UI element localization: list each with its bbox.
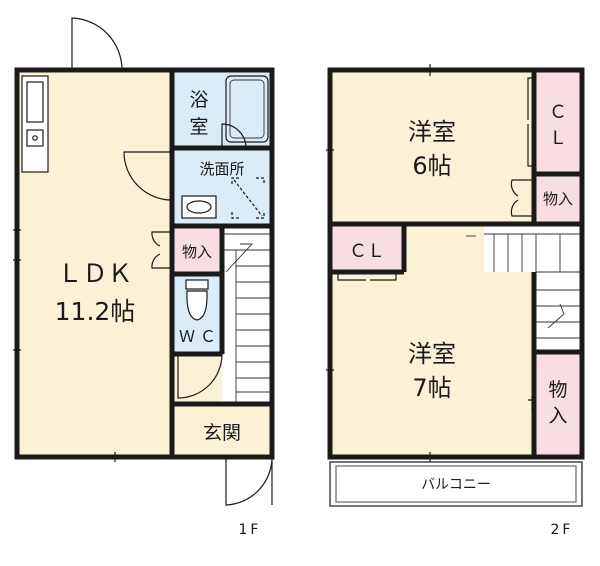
hall-2f-area bbox=[404, 226, 484, 272]
storage-1f-door bbox=[151, 231, 172, 269]
room-6jo-label-1: 洋室 bbox=[408, 118, 456, 146]
closet-top-area bbox=[534, 70, 582, 174]
closet-mid-label: ＣＬ bbox=[349, 241, 385, 262]
washing-machine-icon bbox=[231, 177, 265, 219]
closet-mid-doors bbox=[337, 272, 397, 281]
storage-top-door bbox=[510, 179, 534, 217]
room-7jo-label-1: 洋室 bbox=[408, 340, 456, 368]
bath-label-2: 室 bbox=[189, 116, 208, 138]
closet-top-doors bbox=[527, 77, 534, 167]
outer-wall-2f bbox=[327, 67, 585, 460]
floor-1-label: 1F bbox=[239, 522, 262, 538]
bath-label-1: 浴 bbox=[189, 89, 208, 111]
storage-bottom-label-2: 入 bbox=[548, 405, 567, 427]
storage-bottom-label-1: 物 bbox=[548, 379, 567, 401]
room-7jo-label-2: 7帖 bbox=[412, 374, 451, 402]
balcony-label: バルコニー bbox=[421, 477, 491, 493]
wash-basin-icon bbox=[181, 195, 217, 219]
floor-2: 洋室 6帖 洋室 7帖 Ｃ Ｌ 物入 ＣＬ 物 入 バルコニー 2F bbox=[326, 64, 585, 538]
toilet-icon bbox=[185, 279, 209, 321]
storage-1f-area bbox=[172, 226, 222, 274]
storage-top-label: 物入 bbox=[543, 190, 573, 208]
ldk-door bbox=[123, 151, 173, 201]
balcony-inner bbox=[335, 465, 577, 503]
floor-2-label: 2F bbox=[551, 522, 574, 538]
entrance-label: 玄関 bbox=[203, 422, 241, 444]
outer-wall-1f bbox=[14, 67, 275, 460]
closet-top-label-2: Ｌ bbox=[549, 128, 567, 149]
floor-1: ＬＤＫ 11.2帖 浴 室 洗面所 物入 Ｗ Ｃ 玄関 1F bbox=[13, 17, 275, 538]
storage-top-area bbox=[534, 174, 582, 222]
stairs-2f bbox=[466, 233, 582, 352]
ldk-label: ＬＤＫ bbox=[57, 259, 132, 288]
stair-1f-area bbox=[222, 226, 272, 404]
room-6jo-label-2: 6帖 bbox=[412, 152, 451, 180]
room-7jo-area bbox=[330, 272, 534, 457]
bathtub-inner bbox=[229, 79, 265, 139]
wc-door bbox=[177, 353, 223, 399]
stairs-1f bbox=[222, 233, 272, 404]
front-door bbox=[225, 456, 273, 506]
window-marks-2f bbox=[326, 64, 431, 462]
room-6jo-area bbox=[330, 70, 534, 222]
kitchen-counter bbox=[21, 75, 49, 173]
storage-1f-label: 物入 bbox=[182, 243, 212, 261]
entrance-area bbox=[172, 404, 272, 457]
wc-label-2: Ｃ bbox=[200, 327, 216, 346]
closet-mid-area bbox=[330, 226, 404, 272]
bathtub-icon bbox=[225, 75, 269, 143]
ldk-size-label: 11.2帖 bbox=[55, 297, 136, 326]
washroom-label: 洗面所 bbox=[199, 160, 244, 178]
entrance-door bbox=[71, 17, 123, 71]
storage-bottom-area bbox=[534, 352, 582, 457]
wc-label-1: Ｗ bbox=[179, 327, 195, 346]
room-7jo-door bbox=[528, 356, 535, 412]
bath-door bbox=[221, 123, 247, 149]
balcony bbox=[329, 461, 583, 507]
closet-top-label-1: Ｃ bbox=[549, 102, 567, 123]
window-marks-1f bbox=[13, 229, 116, 462]
